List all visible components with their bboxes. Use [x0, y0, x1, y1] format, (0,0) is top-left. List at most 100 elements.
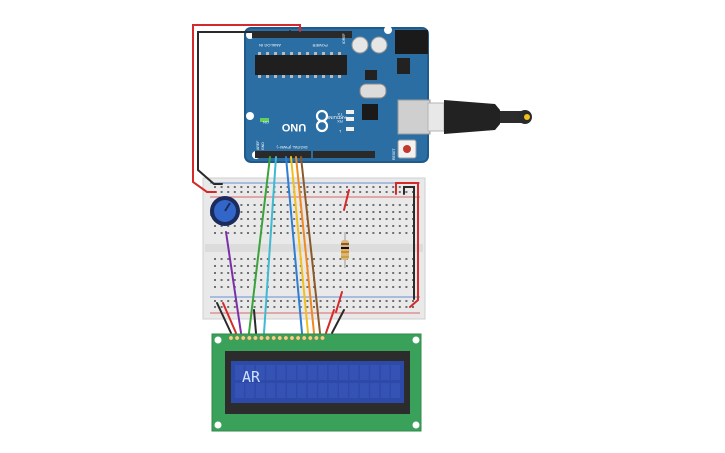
breadboard-hole	[233, 279, 236, 281]
breadboard-hole	[339, 232, 342, 234]
breadboard-hole	[379, 300, 381, 302]
breadboard-hole	[346, 211, 348, 213]
arduino-uno-board[interactable]: UNO ARDUINO DIGITAL (PWM~) ANALOG IN POW…	[244, 26, 431, 163]
wire-red-short-top[interactable]	[343, 189, 350, 211]
on-led-icon	[260, 118, 269, 122]
wire-cyan[interactable]	[263, 156, 277, 334]
breadboard-hole	[293, 279, 296, 281]
usb-port	[397, 99, 431, 135]
breadboard-hole	[286, 258, 289, 260]
breadboard-hole	[253, 225, 256, 227]
breadboard-hole	[405, 279, 408, 281]
breadboard-hole	[352, 191, 355, 193]
breadboard-center-channel	[205, 244, 423, 252]
potentiometer[interactable]	[210, 196, 240, 226]
breadboard-hole	[240, 211, 243, 213]
breadboard-hole	[280, 225, 282, 227]
lcd-pin	[320, 335, 325, 341]
brand-label: ARDUINO	[325, 115, 346, 120]
breadboard-hole	[293, 272, 296, 274]
wire-orange[interactable]	[295, 156, 315, 334]
breadboard-hole	[352, 279, 355, 281]
breadboard-hole	[398, 225, 401, 227]
breadboard-hole	[385, 191, 388, 193]
breadboard-hole	[385, 186, 388, 188]
breadboard-hole	[385, 306, 388, 308]
wire-black-lcd-rw[interactable]	[253, 309, 257, 334]
knob-indicator	[224, 202, 231, 212]
wire-black-lcd-led[interactable]	[331, 309, 345, 334]
mounting-hole-icon	[384, 26, 392, 34]
breadboard[interactable]	[202, 177, 426, 320]
breadboard-hole	[405, 258, 408, 260]
breadboard-hole	[385, 218, 388, 220]
wire-brown[interactable]	[300, 156, 321, 334]
breadboard-hole	[273, 225, 276, 227]
wire-black-rail-jumper[interactable]	[403, 186, 415, 300]
breadboard-hole	[240, 232, 243, 234]
breadboard-hole	[306, 306, 309, 308]
breadboard-hole	[299, 186, 302, 188]
lcd-mount-hole-icon	[412, 336, 420, 344]
wire-red-lcd-vcc[interactable]	[222, 302, 237, 334]
wire-black-gnd[interactable]	[197, 30, 291, 185]
breadboard-hole	[227, 300, 230, 302]
breadboard-hole	[359, 218, 362, 220]
resistor[interactable]	[341, 232, 349, 268]
wire-blue[interactable]	[285, 156, 303, 334]
breadboard-hole	[398, 204, 401, 206]
breadboard-hole	[372, 186, 375, 188]
wire-purple-contrast[interactable]	[225, 231, 242, 334]
breadboard-hole	[365, 186, 368, 188]
breadboard-hole	[280, 286, 282, 288]
breadboard-hole	[240, 265, 243, 267]
wire-black-lcd-gnd[interactable]	[216, 302, 232, 334]
breadboard-hole	[247, 186, 249, 188]
capacitor-icon	[351, 36, 369, 54]
digital-label-group: DIGITAL (PWM~)	[276, 145, 308, 150]
breadboard-hole	[293, 218, 296, 220]
breadboard-hole	[359, 279, 362, 281]
lcd-character-cell	[235, 365, 244, 380]
breadboard-hole	[293, 286, 296, 288]
breadboard-hole	[379, 258, 381, 260]
wire-red-5v[interactable]	[192, 24, 301, 193]
breadboard-hole	[365, 191, 368, 193]
breadboard-hole	[247, 265, 249, 267]
breadboard-hole	[260, 211, 263, 213]
breadboard-hole	[240, 272, 243, 274]
wire-green[interactable]	[248, 156, 271, 334]
breadboard-hole	[273, 265, 276, 267]
breadboard-hole	[346, 279, 348, 281]
breadboard-hole	[214, 225, 216, 227]
breadboard-hole	[214, 232, 216, 234]
breadboard-hole	[260, 300, 263, 302]
breadboard-hole	[326, 225, 329, 227]
breadboard-hole	[240, 286, 243, 288]
lcd-16x2[interactable]: AR	[211, 333, 422, 432]
breadboard-hole	[352, 232, 355, 234]
breadboard-hole	[253, 191, 256, 193]
lcd-pin	[277, 335, 283, 341]
wire-red-lcd-led[interactable]	[325, 309, 335, 334]
wire-red-short-bottom[interactable]	[335, 291, 343, 313]
wire-yellow[interactable]	[290, 156, 309, 334]
breadboard-hole	[253, 300, 256, 302]
usb-cable[interactable]	[427, 100, 532, 134]
breadboard-hole	[365, 265, 368, 267]
breadboard-hole	[405, 272, 408, 274]
breadboard-hole	[293, 300, 296, 302]
breadboard-hole	[260, 191, 263, 193]
breadboard-hole	[352, 211, 355, 213]
breadboard-hole	[326, 218, 329, 220]
breadboard-hole	[392, 232, 395, 234]
breadboard-hole	[379, 204, 381, 206]
breadboard-hole	[240, 300, 243, 302]
breadboard-hole	[352, 286, 355, 288]
breadboard-hole	[346, 204, 348, 206]
breadboard-hole	[379, 286, 381, 288]
wire-red-rail-jumper[interactable]	[395, 182, 419, 308]
breadboard-hole	[339, 225, 342, 227]
breadboard-hole	[379, 306, 381, 308]
